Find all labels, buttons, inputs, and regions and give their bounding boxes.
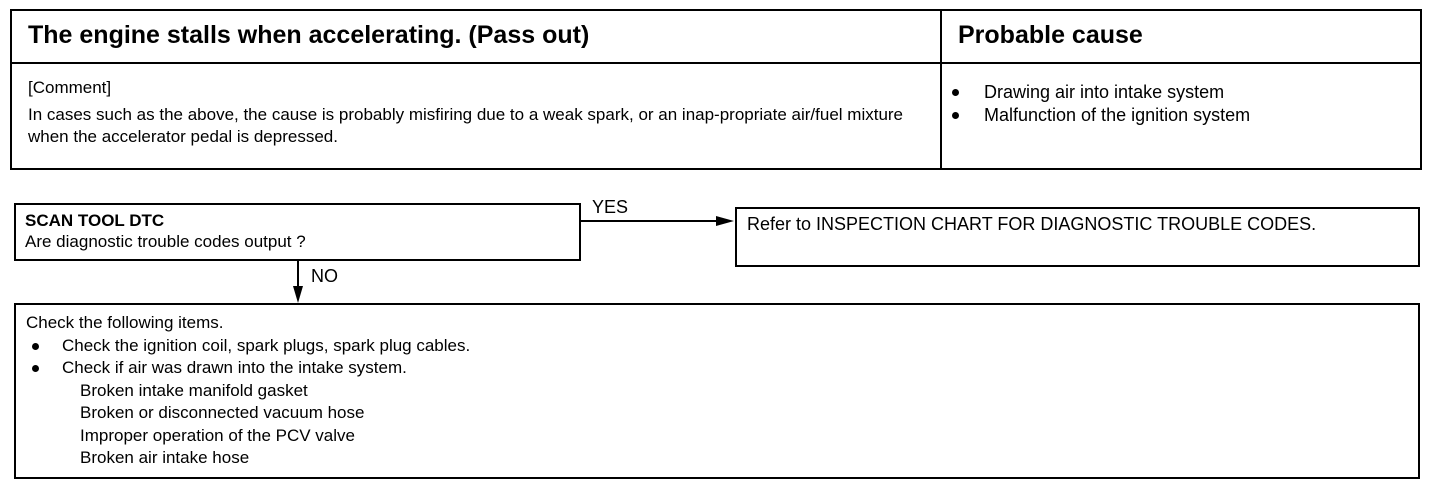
check-items-box: Check the following items. Check the ign…	[14, 303, 1420, 479]
check-item: Check the ignition coil, spark plugs, sp…	[26, 335, 1418, 358]
no-branch-label: NO	[311, 266, 338, 286]
intake-sub-items: Broken intake manifold gasket Broken or …	[62, 380, 1418, 470]
probable-cause-heading: Probable cause	[958, 21, 1143, 49]
check-item-text: Check if air was drawn into the intake s…	[62, 358, 407, 377]
scan-tool-question: Are diagnostic trouble codes output ?	[25, 232, 306, 251]
symptom-title: The engine stalls when accelerating. (Pa…	[28, 21, 590, 49]
check-item: Check if air was drawn into the intake s…	[26, 357, 1418, 470]
comment-label: [Comment]	[28, 78, 112, 97]
check-intro: Check the following items.	[26, 313, 224, 332]
header-column-divider	[940, 11, 942, 168]
refer-text: Refer to INSPECTION CHART FOR DIAGNOSTIC…	[747, 214, 1317, 234]
probable-cause-item: Malfunction of the ignition system	[950, 104, 1250, 127]
yes-arrow-head	[716, 216, 734, 226]
scan-tool-dtc-box: SCAN TOOL DTC Are diagnostic trouble cod…	[14, 203, 581, 261]
sub-item: Broken air intake hose	[80, 448, 250, 467]
check-item-text: Check the ignition coil, spark plugs, sp…	[62, 335, 471, 355]
sub-item: Broken or disconnected vacuum hose	[80, 403, 365, 422]
sub-item: Improper operation of the PCV valve	[80, 425, 355, 445]
sub-item: Broken intake manifold gasket	[80, 380, 308, 400]
symptom-header-table: The engine stalls when accelerating. (Pa…	[10, 9, 1422, 170]
probable-cause-list: Drawing air into intake system Malfuncti…	[950, 81, 1250, 127]
no-arrow-head	[293, 286, 303, 303]
comment-text: In cases such as the above, the cause is…	[28, 105, 904, 146]
probable-cause-item: Drawing air into intake system	[950, 81, 1250, 104]
header-row-divider	[12, 62, 1420, 64]
yes-branch-label: YES	[592, 197, 629, 217]
check-list: Check the ignition coil, spark plugs, sp…	[26, 335, 1418, 470]
refer-inspection-chart-box: Refer to INSPECTION CHART FOR DIAGNOSTIC…	[735, 207, 1420, 267]
comment-block: [Comment] In cases such as the above, th…	[28, 77, 928, 148]
scan-tool-title: SCAN TOOL DTC	[25, 211, 165, 230]
